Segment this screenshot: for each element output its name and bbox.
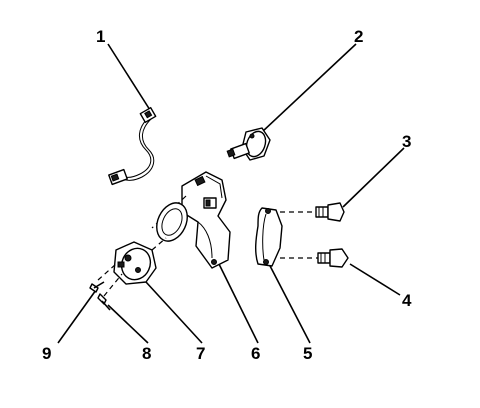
bolt-lower [280, 248, 349, 268]
leader-line-6 [217, 261, 259, 344]
callout-3: 3 [402, 132, 411, 151]
screw-8 [97, 273, 123, 311]
callout-1: 1 [96, 27, 105, 46]
callout-7: 7 [196, 344, 205, 363]
leader-line-9 [57, 289, 97, 344]
callout-labels: 1 2 3 4 5 6 7 8 9 [42, 27, 412, 363]
leader-line-2 [261, 43, 357, 133]
leader-line-3 [342, 147, 405, 208]
ring-gasket [156, 202, 188, 242]
switch-assembly [226, 127, 271, 161]
bolt-upper [280, 202, 345, 222]
callout-6: 6 [251, 344, 260, 363]
ignition-switch [113, 237, 167, 285]
leader-line-8 [107, 304, 149, 344]
screw-9 [89, 263, 117, 293]
callout-4: 4 [402, 291, 412, 310]
leader-line-5 [267, 261, 311, 344]
callout-9: 9 [42, 344, 51, 363]
leader-line-7 [145, 281, 203, 344]
bracket-clamp [255, 207, 283, 267]
leader-lines [57, 43, 405, 344]
callout-5: 5 [303, 344, 312, 363]
callout-8: 8 [142, 344, 151, 363]
lock-housing [151, 171, 231, 269]
leader-line-1 [107, 43, 151, 111]
leader-line-4 [349, 263, 401, 296]
callout-2: 2 [354, 27, 363, 46]
wiring-harness [108, 106, 157, 186]
